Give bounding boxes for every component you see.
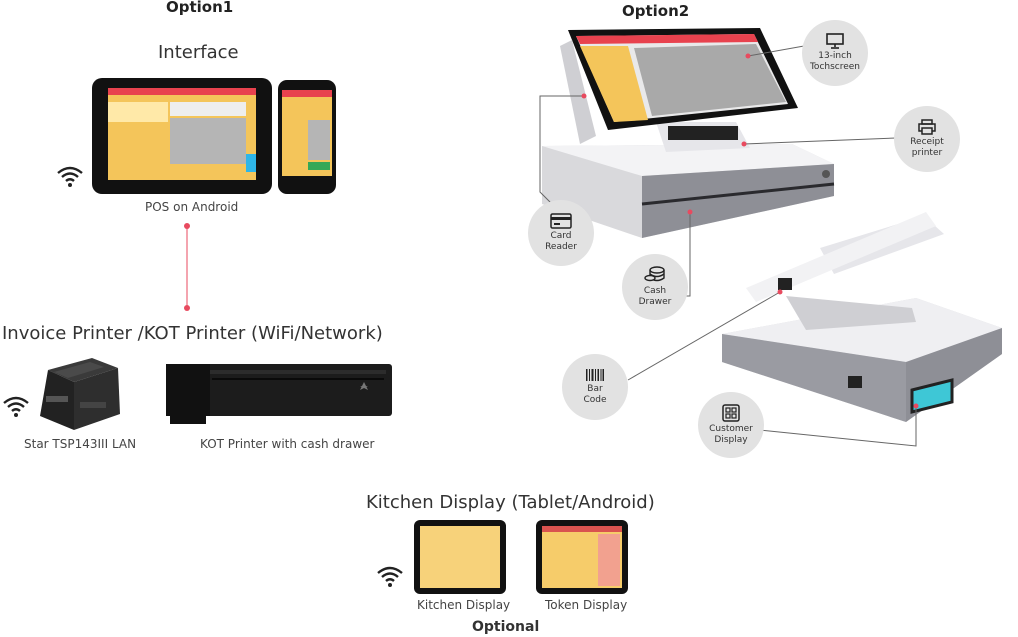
phone-screen-panel: [308, 120, 330, 160]
barcode-icon: [586, 369, 604, 381]
cash-drawer-callout: Cash Drawer: [622, 254, 688, 320]
touchscreen-label-1: 13-inch: [818, 51, 852, 61]
android-tablet: [92, 78, 272, 194]
printer-icon: [918, 119, 936, 135]
kitchen-display-screen: [420, 526, 500, 588]
card-label-2: Reader: [545, 242, 577, 252]
interface-caption: POS on Android: [145, 200, 239, 214]
star-printer-caption: Star TSP143III LAN: [24, 437, 137, 451]
option2-heading: Option2: [622, 2, 690, 20]
coins-icon: [644, 266, 665, 282]
tablet-screen-pay: [246, 154, 256, 172]
wifi-icon: [377, 566, 403, 587]
customer-label-1: Customer: [709, 424, 753, 434]
wifi-icon: [3, 396, 29, 417]
option1-heading: Option1: [166, 0, 234, 16]
tablet-screen-header: [108, 88, 256, 96]
token-display-caption: Token Display: [545, 598, 628, 612]
token-display-column: [598, 534, 620, 586]
interface-title: Interface: [158, 42, 239, 63]
customer-label-2: Display: [714, 435, 748, 445]
tablet-screen: [108, 88, 256, 180]
barcode-callout: Bar Code: [562, 354, 628, 420]
kitchen-ticket: [480, 526, 500, 588]
token-display-tablet: [536, 520, 628, 594]
phone-screen-header: [282, 90, 332, 97]
display-grid-icon: [722, 404, 740, 422]
token-display-screen: [542, 526, 622, 588]
card-reader-callout: Card Reader: [528, 200, 594, 266]
android-phone: [278, 80, 336, 194]
tablet-screen-items: [170, 102, 246, 116]
barcode-label-1: Bar: [587, 384, 603, 394]
credit-card-icon: [550, 213, 572, 229]
receipt-printer-callout: Receipt printer: [894, 106, 960, 172]
kitchen-title: Kitchen Display (Tablet/Android): [366, 492, 655, 513]
connector-line: [184, 223, 190, 311]
wifi-icon: [57, 166, 83, 187]
barcode-label-2: Code: [583, 395, 607, 405]
kitchen-display-caption: Kitchen Display: [417, 598, 511, 612]
kot-printer-image: [166, 364, 392, 424]
cash-label-1: Cash: [643, 286, 667, 296]
cash-label-2: Drawer: [638, 297, 672, 307]
kot-printer-caption: KOT Printer with cash drawer: [200, 437, 375, 451]
phone-screen-button: [308, 162, 330, 170]
touchscreen-label-2: Tochscreen: [809, 62, 861, 72]
touchscreen-callout: 13-inch Tochscreen: [802, 20, 868, 86]
star-printer-image: [40, 358, 120, 430]
kitchen-display-tablet: [414, 520, 506, 594]
token-display-header: [542, 526, 622, 532]
receipt-label-2: printer: [911, 148, 943, 158]
receipt-label-1: Receipt: [910, 137, 944, 147]
customer-display-callout: Customer Display: [698, 392, 764, 458]
optional-label: Optional: [472, 619, 540, 635]
monitor-icon: [826, 33, 844, 49]
phone-screen: [282, 90, 332, 176]
card-label-1: Card: [550, 231, 572, 241]
printers-title: Invoice Printer /KOT Printer (WiFi/Netwo…: [2, 323, 383, 344]
tablet-screen-order: [108, 102, 168, 122]
tablet-screen-panel: [170, 118, 246, 164]
pos-terminal-back-image: [722, 212, 1002, 422]
